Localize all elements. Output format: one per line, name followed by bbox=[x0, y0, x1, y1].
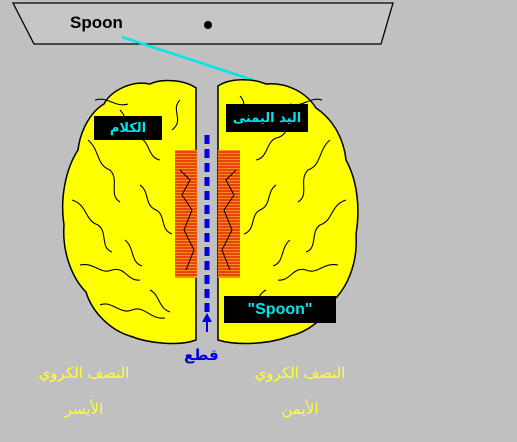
speech-label: الكلام bbox=[94, 116, 162, 140]
right-hemisphere-label-line2: الأيمن bbox=[230, 400, 370, 418]
left-hemisphere-label-line2: الأيسر bbox=[14, 400, 154, 418]
right-hemisphere-label-line1: النصف الكروي bbox=[230, 364, 370, 382]
cut-label: قطع bbox=[184, 346, 219, 364]
fixation-dot bbox=[204, 21, 212, 29]
left-hemisphere-label-line1: النصف الكروي bbox=[14, 364, 154, 382]
screen-word: Spoon bbox=[70, 13, 123, 33]
spoken-word-label: "Spoon" bbox=[224, 296, 336, 323]
cut-arrowhead bbox=[202, 313, 212, 322]
right-hand-label: اليد اليمنى bbox=[226, 104, 308, 132]
